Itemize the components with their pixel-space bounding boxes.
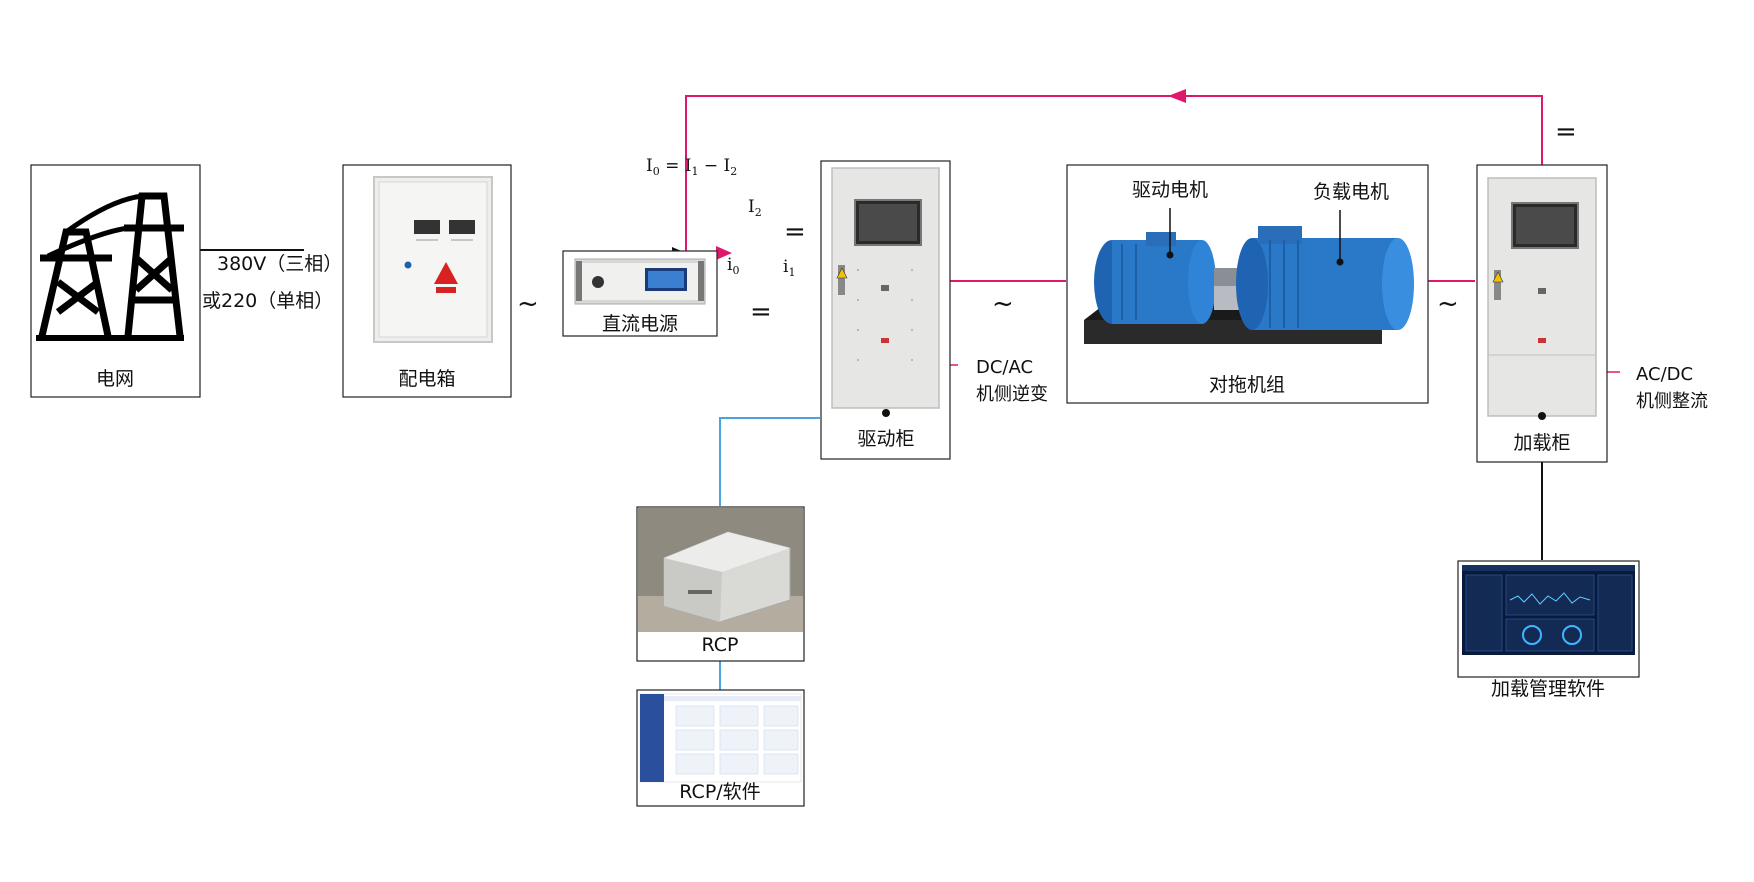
arrow-i1 — [716, 246, 732, 260]
drive-cabinet-label: 驱动柜 — [857, 428, 914, 450]
load-cabinet-note-1: AC/DC — [1636, 364, 1693, 385]
supply-voltage-single-phase: 或220（单相） — [202, 290, 333, 312]
load-cabinet-label: 加载柜 — [1513, 432, 1570, 454]
arrow-return — [1168, 89, 1186, 103]
distribution-box-image — [373, 176, 493, 343]
software-screenshot-image — [639, 693, 802, 783]
dc-power-supply-image — [574, 258, 706, 305]
current-equation: I0 = I1 − I2 — [646, 156, 737, 178]
node-drive-cabinet: 驱动柜 — [820, 160, 951, 460]
drive-cabinet-note-1: DC/AC — [976, 357, 1033, 378]
cabinet-image — [831, 167, 940, 417]
node-grid: 电网 — [30, 164, 201, 398]
dc-symbol-lower-junction: = — [750, 297, 772, 327]
motor-set-label: 对拖机组 — [1209, 374, 1285, 396]
node-motor-set: 驱动电机 负载电机 对拖机组 — [1066, 164, 1429, 404]
dashboard-screenshot-image — [1462, 565, 1635, 655]
annotations: 380V（三相） 或220（单相） ~ ~ ~ = = = I0 = I1 − … — [202, 117, 1708, 412]
node-dc-supply: 直流电源 — [562, 250, 718, 337]
ac-symbol-after-distribution: ~ — [517, 289, 539, 319]
node-load-cabinet: 加载柜 — [1476, 164, 1608, 463]
current-i1-label: i1 — [783, 257, 795, 279]
line-return-loop — [685, 95, 1543, 253]
ac-symbol-after-drive: ~ — [992, 289, 1014, 319]
supply-voltage-three-phase: 380V（三相） — [217, 253, 342, 275]
grid-label: 电网 — [96, 368, 134, 390]
line-drive-to-rcp — [719, 417, 820, 506]
node-load-software: 加载管理软件 — [1457, 560, 1640, 700]
cabinet-image — [1487, 177, 1597, 420]
node-rcp: RCP — [636, 506, 805, 662]
current-i0-label: i0 — [727, 255, 739, 277]
power-tower-icon — [36, 192, 184, 341]
rcp-software-label: RCP/软件 — [679, 781, 760, 803]
rcp-label: RCP — [702, 634, 739, 656]
motor-set-image — [1084, 208, 1414, 344]
node-rcp-software: RCP/软件 — [636, 689, 805, 807]
drive-cabinet-note-2: 机侧逆变 — [976, 384, 1048, 405]
load-software-label: 加载管理软件 — [1491, 678, 1605, 700]
distribution-box-label: 配电箱 — [398, 368, 455, 390]
dc-symbol-load-top: = — [1555, 117, 1577, 147]
current-i2-label: I2 — [748, 197, 762, 219]
load-motor-label: 负载电机 — [1313, 181, 1389, 203]
load-cabinet-note-2: 机侧整流 — [1636, 391, 1708, 412]
ac-symbol-before-load: ~ — [1437, 289, 1459, 319]
dc-symbol-upper-drive: = — [784, 217, 806, 247]
rcp-device-image — [638, 508, 803, 632]
node-distribution-box: 配电箱 — [342, 164, 512, 398]
dc-supply-label: 直流电源 — [602, 313, 678, 335]
drive-motor-label: 驱动电机 — [1132, 179, 1208, 201]
